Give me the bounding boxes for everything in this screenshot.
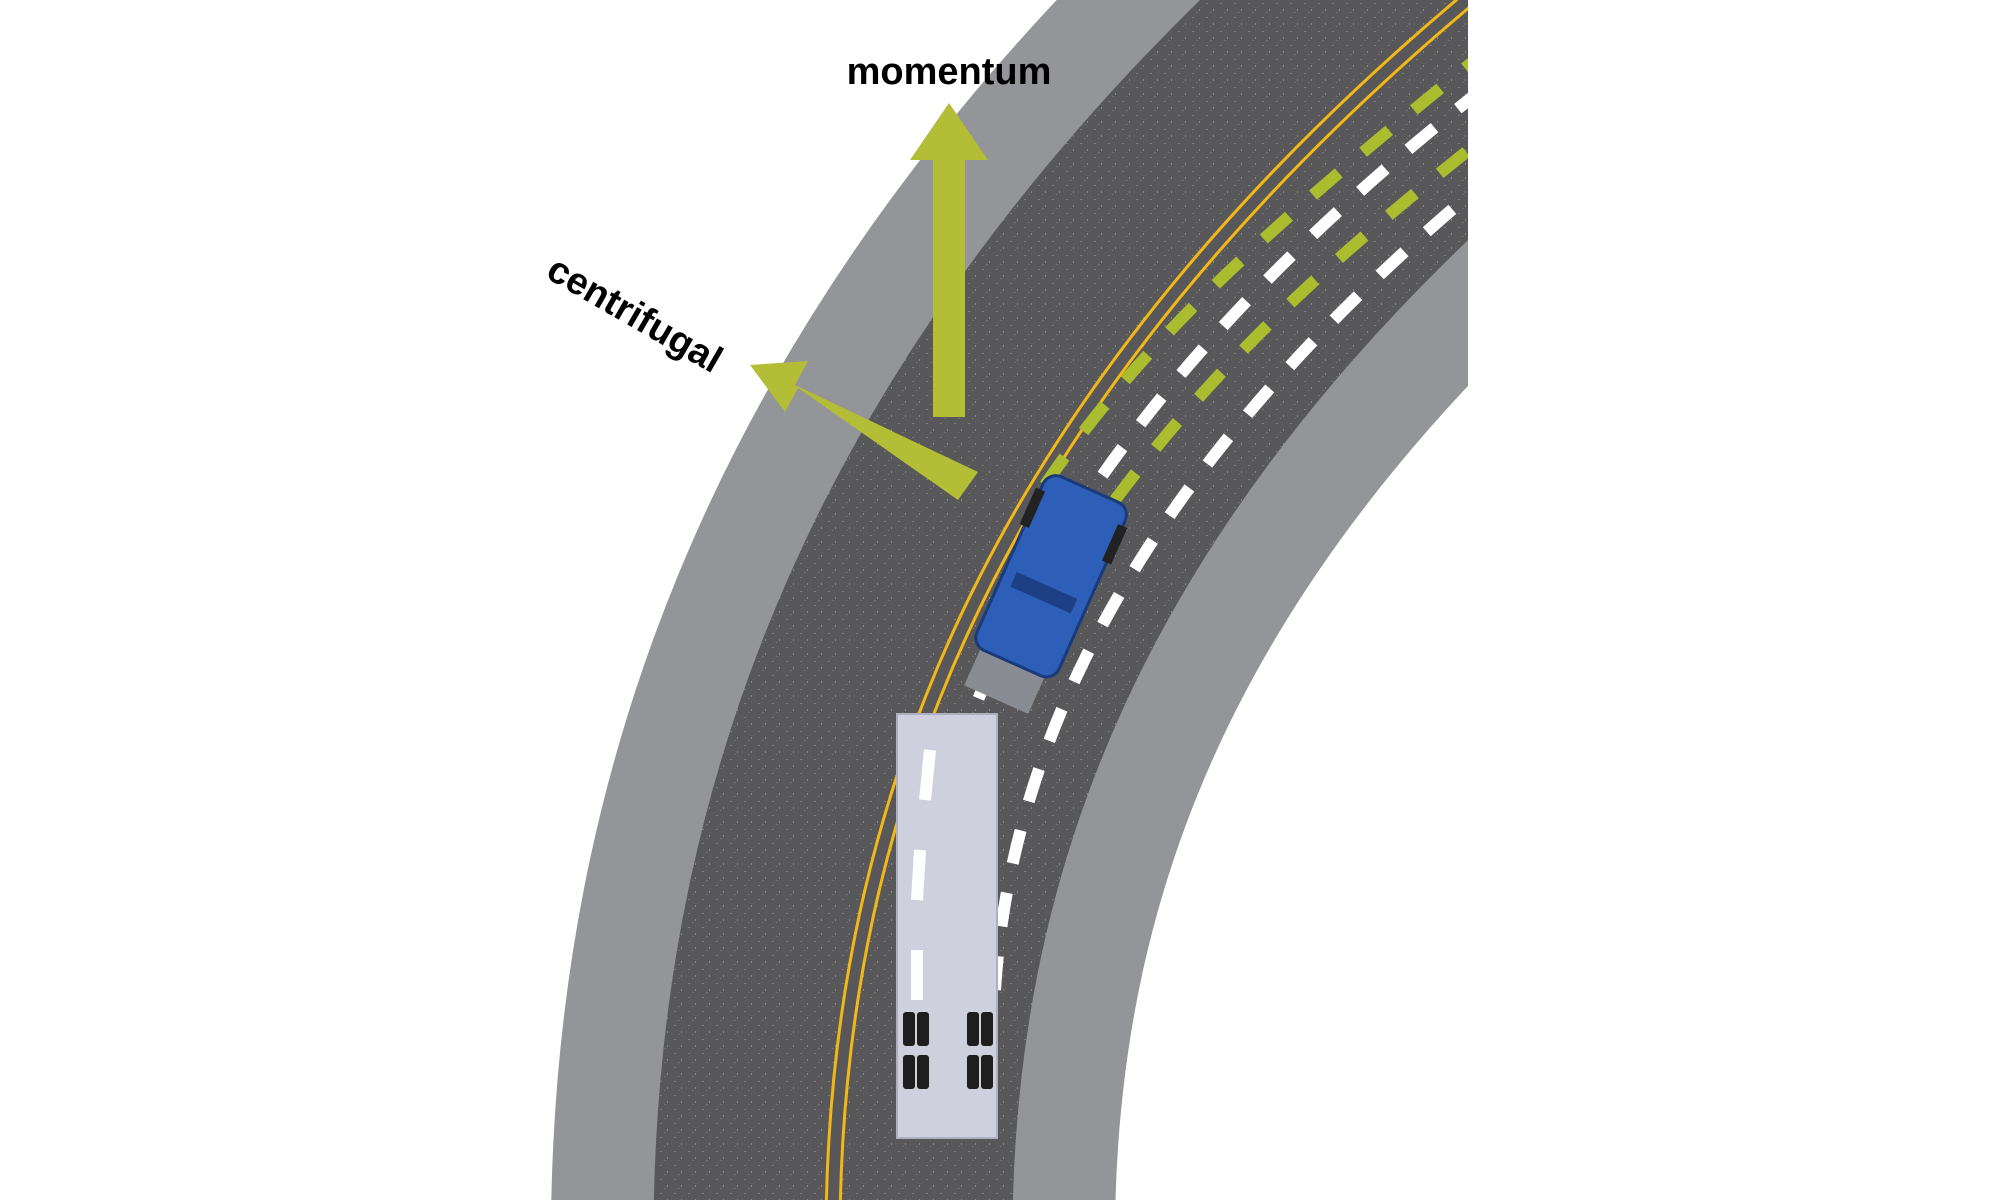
momentum-arrow (910, 103, 988, 417)
momentum-label: momentum (847, 51, 1052, 93)
trailer-wheels (903, 1012, 993, 1089)
trajectory-dash-green (1110, 142, 1468, 504)
lane-dash-white (989, 188, 1468, 991)
trajectory-dash-green (1040, 57, 1468, 489)
centrifugal-label: centrifugal (540, 248, 729, 381)
centrifugal-arrow (750, 361, 978, 500)
road (551, 0, 1468, 1200)
tractor-cab (964, 474, 1128, 714)
truck (896, 474, 1128, 1139)
